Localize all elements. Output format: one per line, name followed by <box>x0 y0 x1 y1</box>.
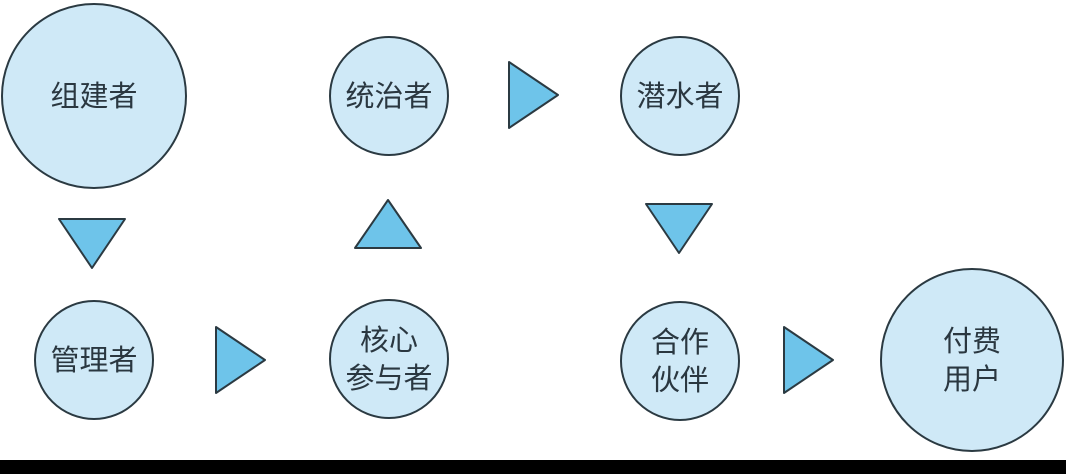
node-partner-label: 合作 伙伴 <box>650 325 709 397</box>
node-core-label: 核心 参与者 <box>345 323 433 395</box>
node-ruler: 统治者 <box>329 36 449 156</box>
node-lurker: 潜水者 <box>620 36 740 156</box>
arrow-right-icon <box>508 61 559 129</box>
node-builder-label: 组建者 <box>50 79 138 113</box>
node-ruler-label: 统治者 <box>345 79 433 113</box>
node-lurker-label: 潜水者 <box>636 79 724 113</box>
arrow-down-icon <box>645 203 713 254</box>
arrow-down-icon <box>58 218 126 269</box>
node-manager-label: 管理者 <box>50 343 138 377</box>
node-paid-user: 付费 用户 <box>880 268 1064 452</box>
arrow-right-icon <box>783 326 834 394</box>
bottom-black-bar <box>0 460 1066 474</box>
node-manager: 管理者 <box>34 300 154 420</box>
arrow-right-icon <box>215 326 266 394</box>
node-core-participant: 核心 参与者 <box>329 299 449 419</box>
node-builder: 组建者 <box>1 3 187 189</box>
node-paid-label: 付费 用户 <box>942 324 1001 396</box>
node-partner: 合作 伙伴 <box>620 301 740 421</box>
arrow-up-icon <box>354 199 422 249</box>
